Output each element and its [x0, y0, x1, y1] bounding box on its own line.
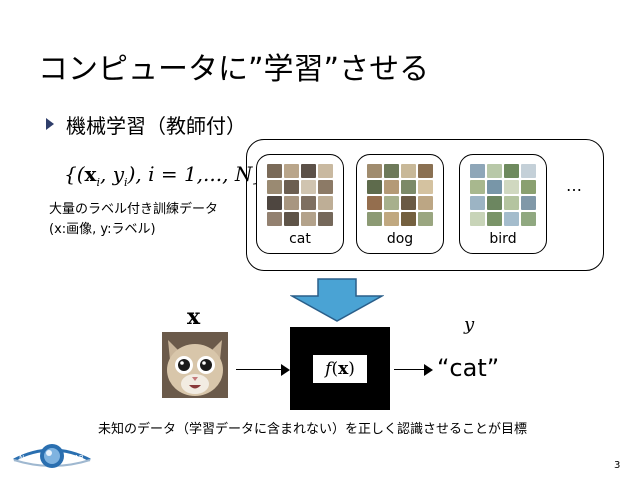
- bullet-text: 機械学習（教師付）: [66, 114, 246, 138]
- function-fx: f(x): [313, 355, 367, 383]
- function-x: x: [338, 359, 349, 379]
- image-grid-bird: [470, 164, 536, 226]
- function-close-paren: ): [348, 359, 355, 379]
- formula-sub-i-1: i: [96, 176, 100, 189]
- logo-letters-lab: LAB: [70, 454, 84, 462]
- category-card-cat: cat: [256, 154, 344, 254]
- formula-rest: ), i = 1,..., N}: [127, 162, 266, 186]
- nlab-logo-icon: N LAB: [13, 444, 91, 468]
- formula-comma: ,: [100, 162, 113, 186]
- down-arrow-icon: [290, 278, 384, 322]
- input-arrowhead-icon: [281, 364, 290, 376]
- dataset-container: [246, 139, 604, 271]
- output-arrow-line: [394, 369, 428, 370]
- logo-letter-n: N: [19, 454, 24, 462]
- bullet-triangle-icon: [46, 118, 54, 130]
- training-set-formula: {(xi, yi), i = 1,..., N}: [64, 162, 265, 189]
- formula-x: x: [84, 162, 97, 186]
- output-variable-label: y: [464, 314, 475, 335]
- output-arrowhead-icon: [424, 364, 433, 376]
- goal-statement: 未知のデータ（学習データに含まれない）を正しく認識させることが目標: [98, 422, 528, 437]
- cat-photo: [162, 332, 228, 398]
- predicted-label: “cat”: [437, 354, 500, 382]
- category-label-dog: dog: [386, 231, 414, 247]
- training-data-note: 大量のラベル付き訓練データ (x:画像, y:ラベル): [49, 200, 218, 240]
- input-variable-label: x: [187, 304, 201, 330]
- note-line-2: (x:画像, y:ラベル): [49, 222, 156, 237]
- input-arrow-line: [236, 369, 286, 370]
- function-open-paren: (: [331, 359, 339, 379]
- category-card-dog: dog: [356, 154, 444, 254]
- formula-open: {(: [64, 162, 85, 186]
- page-number: 3: [614, 460, 621, 471]
- category-label-cat: cat: [289, 231, 311, 247]
- function-f: f: [325, 359, 332, 379]
- formula-y: y: [112, 162, 125, 186]
- formula-sub-i-2: i: [124, 176, 128, 189]
- cat-face-illustration: [162, 332, 228, 398]
- image-grid-cat: [267, 164, 333, 226]
- category-label-bird: bird: [489, 231, 517, 247]
- more-categories-ellipsis: …: [566, 176, 583, 195]
- category-card-bird: bird: [459, 154, 547, 254]
- slide-title: コンピュータに”学習”させる: [38, 52, 430, 87]
- note-line-1: 大量のラベル付き訓練データ: [49, 202, 219, 217]
- image-grid-dog: [367, 164, 433, 226]
